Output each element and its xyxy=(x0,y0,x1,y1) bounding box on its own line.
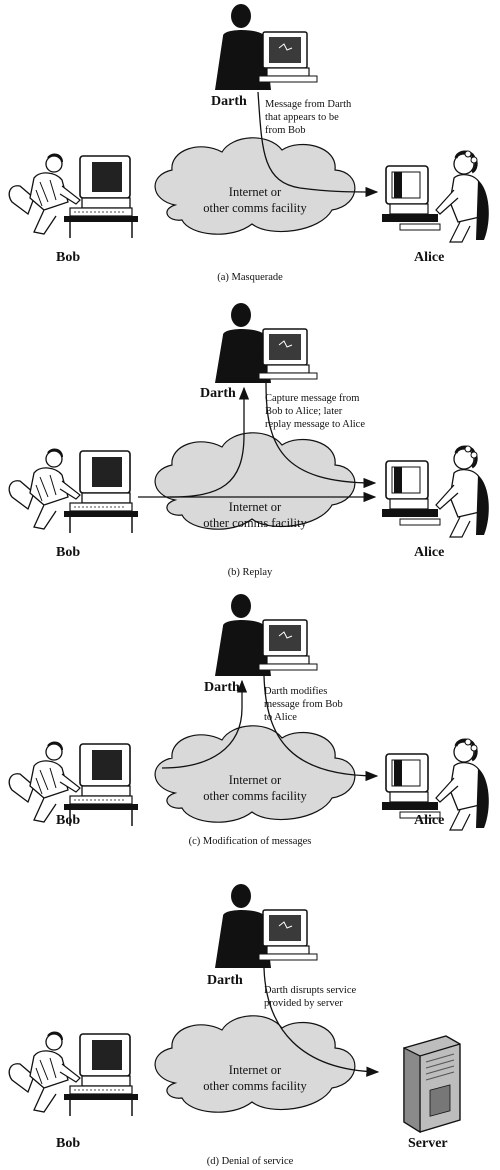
darth-figure-icon xyxy=(215,4,318,90)
arrow-capture-to-darth xyxy=(169,386,250,498)
arrow-darth-to-alice xyxy=(257,91,379,198)
attacker-label: Darth xyxy=(207,973,243,988)
panel-modification: Darth Darth modifies message from Bob to… xyxy=(0,588,500,878)
panel-caption: (c) Modification of messages xyxy=(188,836,312,847)
receiver-label: Server xyxy=(408,1136,448,1151)
receiver-label: Alice xyxy=(414,545,445,560)
darth-figure-icon xyxy=(215,884,318,968)
masquerade-diagram xyxy=(8,4,489,243)
attack-note: Darth disrupts service provided by serve… xyxy=(264,985,357,1009)
cloud-label: Internet or other comms facility xyxy=(203,773,307,803)
arrow-replay-to-alice xyxy=(265,382,377,489)
attacker-label: Darth xyxy=(200,386,236,401)
alice-figure-icon xyxy=(382,445,489,538)
cloud-icon xyxy=(154,137,356,235)
alice-figure-icon xyxy=(382,150,489,243)
attacker-label: Darth xyxy=(204,680,240,695)
arrow-bob-to-darth xyxy=(161,679,248,769)
modification-diagram xyxy=(8,594,489,831)
denial-of-service-diagram xyxy=(8,884,461,1134)
sender-label: Bob xyxy=(56,545,81,560)
sender-label: Bob xyxy=(56,813,81,828)
server-icon xyxy=(403,1035,461,1134)
attacker-label: Darth xyxy=(211,94,247,109)
sender-label: Bob xyxy=(56,250,81,265)
attack-note: Capture message from Bob to Alice; later… xyxy=(265,393,366,430)
cloud-icon xyxy=(154,725,356,823)
arrow-darth-to-server xyxy=(263,967,380,1077)
receiver-label: Alice xyxy=(414,250,445,265)
cloud-icon xyxy=(154,432,356,530)
cloud-label: Internet or other comms facility xyxy=(203,500,307,530)
sender-label: Bob xyxy=(56,1136,81,1151)
receiver-label: Alice xyxy=(414,813,445,828)
bob-figure-icon xyxy=(8,1031,138,1116)
panel-caption: (a) Masquerade xyxy=(217,272,283,283)
panel-masquerade: Darth Message from Darth that appears to… xyxy=(0,0,500,290)
attack-note: Darth modifies message from Bob to Alice xyxy=(264,686,343,723)
alice-figure-icon xyxy=(382,738,489,831)
darth-figure-icon xyxy=(215,594,318,676)
cloud-label: Internet or other comms facility xyxy=(203,185,307,215)
bob-figure-icon xyxy=(8,153,138,238)
panel-denial-of-service: Darth Darth disrupts service provided by… xyxy=(0,878,500,1168)
panel-caption: (b) Replay xyxy=(227,567,273,578)
arrow-darth-to-alice xyxy=(263,675,379,782)
bob-figure-icon xyxy=(8,448,138,533)
bob-figure-icon xyxy=(8,741,138,826)
darth-figure-icon xyxy=(215,303,318,383)
panel-replay: Darth Capture message from Bob to Alice;… xyxy=(0,295,500,585)
panel-caption: (d) Denial of service xyxy=(206,1156,294,1167)
replay-diagram xyxy=(8,303,489,538)
attack-note: Message from Darth that appears to be fr… xyxy=(265,99,352,136)
cloud-icon xyxy=(154,1015,356,1113)
cloud-label: Internet or other comms facility xyxy=(203,1063,307,1093)
